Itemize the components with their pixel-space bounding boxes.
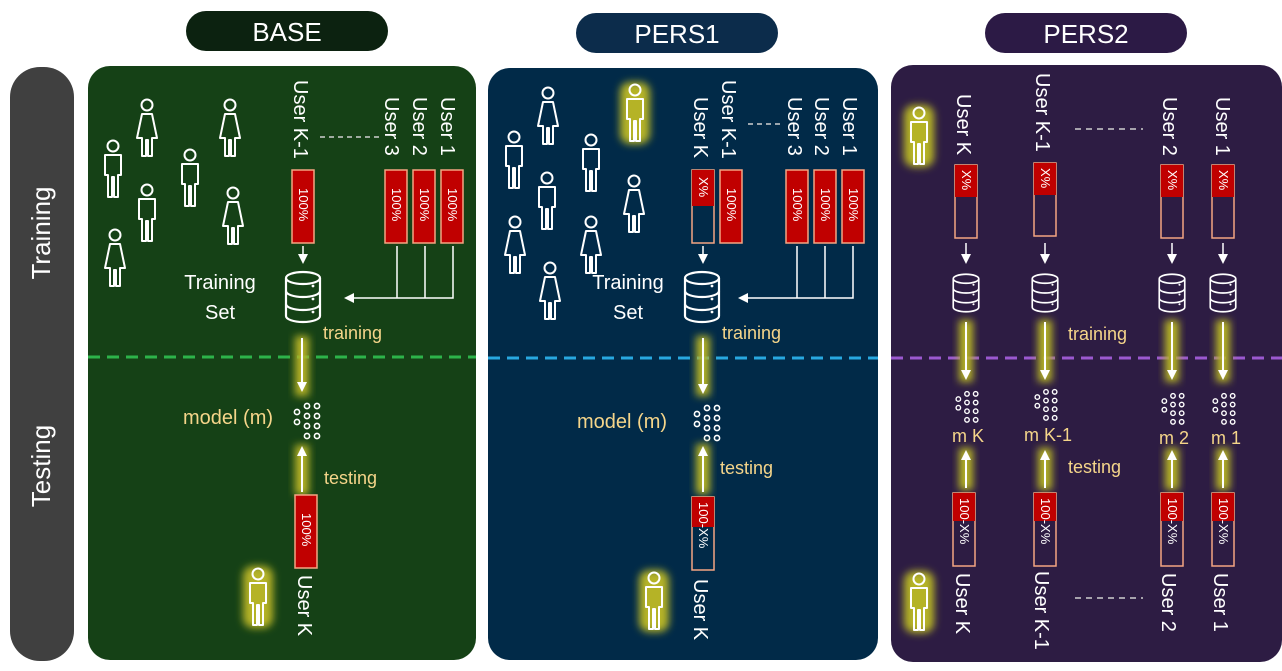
pers1-user-k-1: User K-1: [717, 80, 739, 159]
pers2-bar-user-k: X%: [954, 164, 978, 239]
pers2-header-label: PERS2: [1043, 19, 1128, 49]
base-test-bar: 100%: [294, 494, 318, 569]
pers2-test-bar-2: 100-X%: [1160, 492, 1184, 567]
base-bar-user-3: 100%: [384, 169, 408, 244]
pers2-bottom-user-k-1: User K-1: [1030, 571, 1052, 650]
pers2-bottom-user-1: User 1: [1209, 573, 1231, 632]
pers2-user-k-1: User K-1: [1031, 73, 1053, 152]
pers1-test-user: User K: [689, 579, 711, 641]
base-merge-connector: [346, 246, 454, 298]
pers1-user-2: User 2: [810, 97, 832, 156]
svg-text:100%: 100%: [296, 188, 311, 222]
svg-text:100%: 100%: [724, 188, 739, 222]
pers1-header: [576, 13, 778, 53]
training-phase-label: Training: [26, 187, 56, 280]
base-bar-user-k-1: 100%: [291, 169, 315, 244]
pers1-test-bar: 100-X%: [691, 496, 715, 571]
svg-text:X%: X%: [959, 170, 974, 191]
pers1-test-person-glow: [639, 570, 669, 632]
pers1-training-set-label: Training: [592, 272, 664, 294]
phase-sidebar: [10, 67, 74, 661]
base-test-arrow: [295, 445, 309, 495]
svg-text:100%: 100%: [818, 188, 833, 222]
pers1-model-label: model (m): [577, 411, 667, 433]
base-header: [186, 11, 388, 51]
svg-text:100-X%: 100-X%: [957, 498, 972, 545]
pers1-bar-user-2: 100%: [813, 169, 837, 244]
base-bar-user-2: 100%: [412, 169, 436, 244]
pers1-train-arrow: [696, 336, 710, 396]
pers1-user-k: User K: [689, 97, 711, 159]
pers2-bar-user-k-1: X%: [1033, 162, 1057, 237]
base-user-2: User 2: [408, 97, 430, 156]
pers2-test-bar-1: 100-X%: [1211, 492, 1235, 567]
svg-text:X%: X%: [696, 177, 711, 198]
pers2-user-1: User 1: [1211, 97, 1233, 156]
base-testing-label: testing: [324, 468, 377, 488]
pers2-test-arrows: [959, 448, 1230, 490]
svg-text:100%: 100%: [445, 188, 460, 222]
pers2-bar-user-1: X%: [1211, 164, 1235, 239]
pers1-bar-user-1: 100%: [841, 169, 865, 244]
pers2-bottom-person-glow: [904, 571, 934, 633]
pers1-user-1: User 1: [838, 97, 860, 156]
pers1-training-label: training: [722, 323, 781, 343]
svg-text:100-X%: 100-X%: [1165, 498, 1180, 545]
pers2-test-bar-k: 100-X%: [952, 492, 976, 567]
base-user-k-1: User K-1: [289, 80, 311, 159]
pers2-model-1: m 1: [1211, 428, 1241, 448]
base-train-arrow: [295, 336, 309, 396]
pers2-train-arrows: [959, 320, 1230, 382]
pers2-user-2: User 2: [1158, 97, 1180, 156]
pers2-model-k-1: m K-1: [1024, 425, 1072, 445]
base-model-label: model (m): [183, 407, 273, 429]
svg-text:100%: 100%: [417, 188, 432, 222]
pers2-model-k: m K: [952, 426, 984, 446]
pers2-bottom-user-2: User 2: [1157, 573, 1179, 632]
pers2-testing-label: testing: [1068, 457, 1121, 477]
pers1-user-3: User 3: [783, 97, 805, 156]
svg-text:100%: 100%: [389, 188, 404, 222]
base-test-user: User K: [293, 575, 315, 637]
pers1-top-person-glow: [620, 82, 650, 144]
pers1-bar-user-k: X%: [691, 169, 715, 244]
base-training-label: training: [323, 323, 382, 343]
pers1-bar-user-k-1: 100%: [719, 169, 743, 244]
base-panel: [88, 66, 476, 660]
svg-text:100-X%: 100-X%: [1038, 498, 1053, 545]
pers2-test-bar-k-1: 100-X%: [1033, 492, 1057, 567]
pers2-header: [985, 13, 1187, 53]
pers1-testing-label: testing: [720, 458, 773, 478]
pers1-panel: [488, 68, 878, 660]
pers2-bottom-user-k: User K: [951, 573, 973, 635]
pers2-panel: [891, 65, 1282, 662]
pers2-model-2: m 2: [1159, 428, 1189, 448]
base-user-3: User 3: [380, 97, 402, 156]
svg-text:100%: 100%: [846, 188, 861, 222]
svg-text:100%: 100%: [299, 513, 314, 547]
base-bar-user-1: 100%: [440, 169, 464, 244]
svg-text:100-X%: 100-X%: [1216, 498, 1231, 545]
pers2-user-k: User K: [952, 94, 974, 156]
pers2-training-label: training: [1068, 324, 1127, 344]
svg-text:X%: X%: [1216, 170, 1231, 191]
base-header-label: BASE: [252, 17, 321, 47]
pers2-bar-user-2: X%: [1160, 164, 1184, 239]
svg-text:X%: X%: [1165, 170, 1180, 191]
pers1-bar-user-3: 100%: [785, 169, 809, 244]
pers1-test-arrow: [696, 444, 710, 494]
pers1-header-label: PERS1: [634, 19, 719, 49]
base-test-person-glow: [243, 566, 273, 628]
svg-text:100%: 100%: [790, 188, 805, 222]
base-training-set-label: Training: [184, 272, 256, 294]
base-user-1: User 1: [436, 97, 458, 156]
base-training-set-label-2: Set: [205, 302, 235, 324]
pers2-top-person-glow: [904, 105, 934, 167]
pers1-merge-connector: [740, 246, 854, 298]
svg-text:100-X%: 100-X%: [696, 502, 711, 549]
pers1-training-set-label-2: Set: [613, 302, 643, 324]
testing-phase-label: Testing: [26, 425, 56, 507]
svg-text:X%: X%: [1038, 168, 1053, 189]
